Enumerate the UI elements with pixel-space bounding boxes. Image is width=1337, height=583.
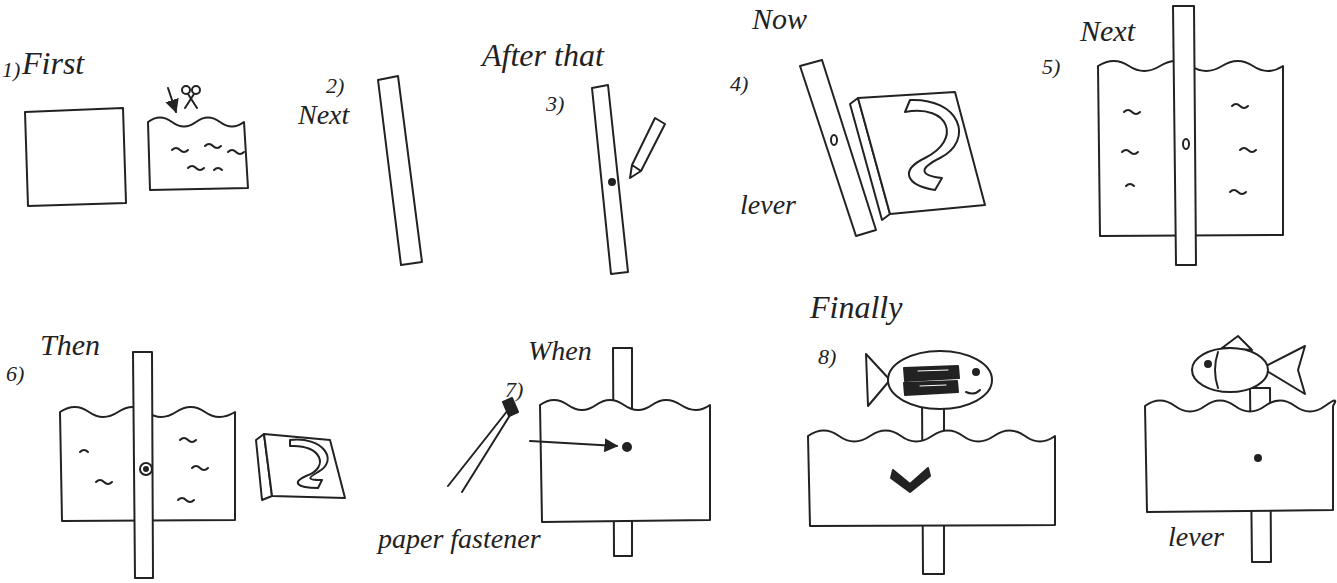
lever-strip — [133, 352, 153, 578]
direction-arrow — [530, 441, 617, 446]
fish-cutout — [866, 351, 992, 409]
step-word: Finally — [810, 290, 902, 325]
fastener-hole — [623, 443, 631, 451]
step-word: Next — [1080, 14, 1135, 47]
sea-card — [1145, 401, 1335, 513]
step-word: First — [22, 46, 84, 81]
paper-fastener-icon — [448, 398, 518, 492]
paper-sheet — [25, 108, 126, 206]
sticky-tape — [904, 366, 959, 395]
folded-card — [858, 92, 985, 214]
lever-strip — [800, 60, 876, 236]
lever-hole — [1183, 139, 1189, 149]
callout-number: 5) — [1042, 55, 1060, 79]
pencil-arrow — [168, 88, 176, 112]
callout-number: 3) — [546, 92, 564, 116]
card-strip — [378, 76, 422, 265]
step-word: When — [528, 336, 592, 367]
part-label: paper fastener — [378, 524, 541, 555]
fastener-back — [891, 468, 930, 492]
step-word: Next — [298, 100, 349, 131]
wave-mark — [172, 144, 244, 170]
callout-number: 8) — [818, 345, 836, 369]
callout-number: 1) — [2, 58, 20, 82]
marked-dot — [609, 179, 615, 185]
cut-slot — [905, 100, 959, 190]
fish-cutout — [1192, 336, 1305, 394]
lever-hole — [831, 135, 837, 145]
callout-number: 4) — [730, 72, 748, 96]
lever-strip — [1173, 6, 1196, 265]
lever-hole — [140, 463, 152, 475]
card-strip — [592, 85, 628, 274]
callout-number: 2) — [326, 74, 344, 98]
lever-hole — [144, 467, 148, 471]
scissors-icon — [182, 86, 200, 108]
callout-number: 7) — [505, 378, 523, 402]
part-label: lever — [740, 190, 796, 221]
callout-number: 6) — [6, 362, 24, 386]
pencil — [630, 118, 665, 178]
step-word: Now — [752, 2, 807, 35]
step-word: Then — [40, 328, 100, 361]
folded-card — [264, 434, 345, 498]
step-word: After that — [482, 38, 604, 73]
cut-slot — [290, 440, 328, 488]
sea-card — [540, 400, 710, 522]
sea-card — [808, 431, 1055, 527]
fastener-hole — [1255, 455, 1261, 461]
part-label: lever — [1168, 522, 1224, 553]
sea-card — [148, 118, 248, 191]
